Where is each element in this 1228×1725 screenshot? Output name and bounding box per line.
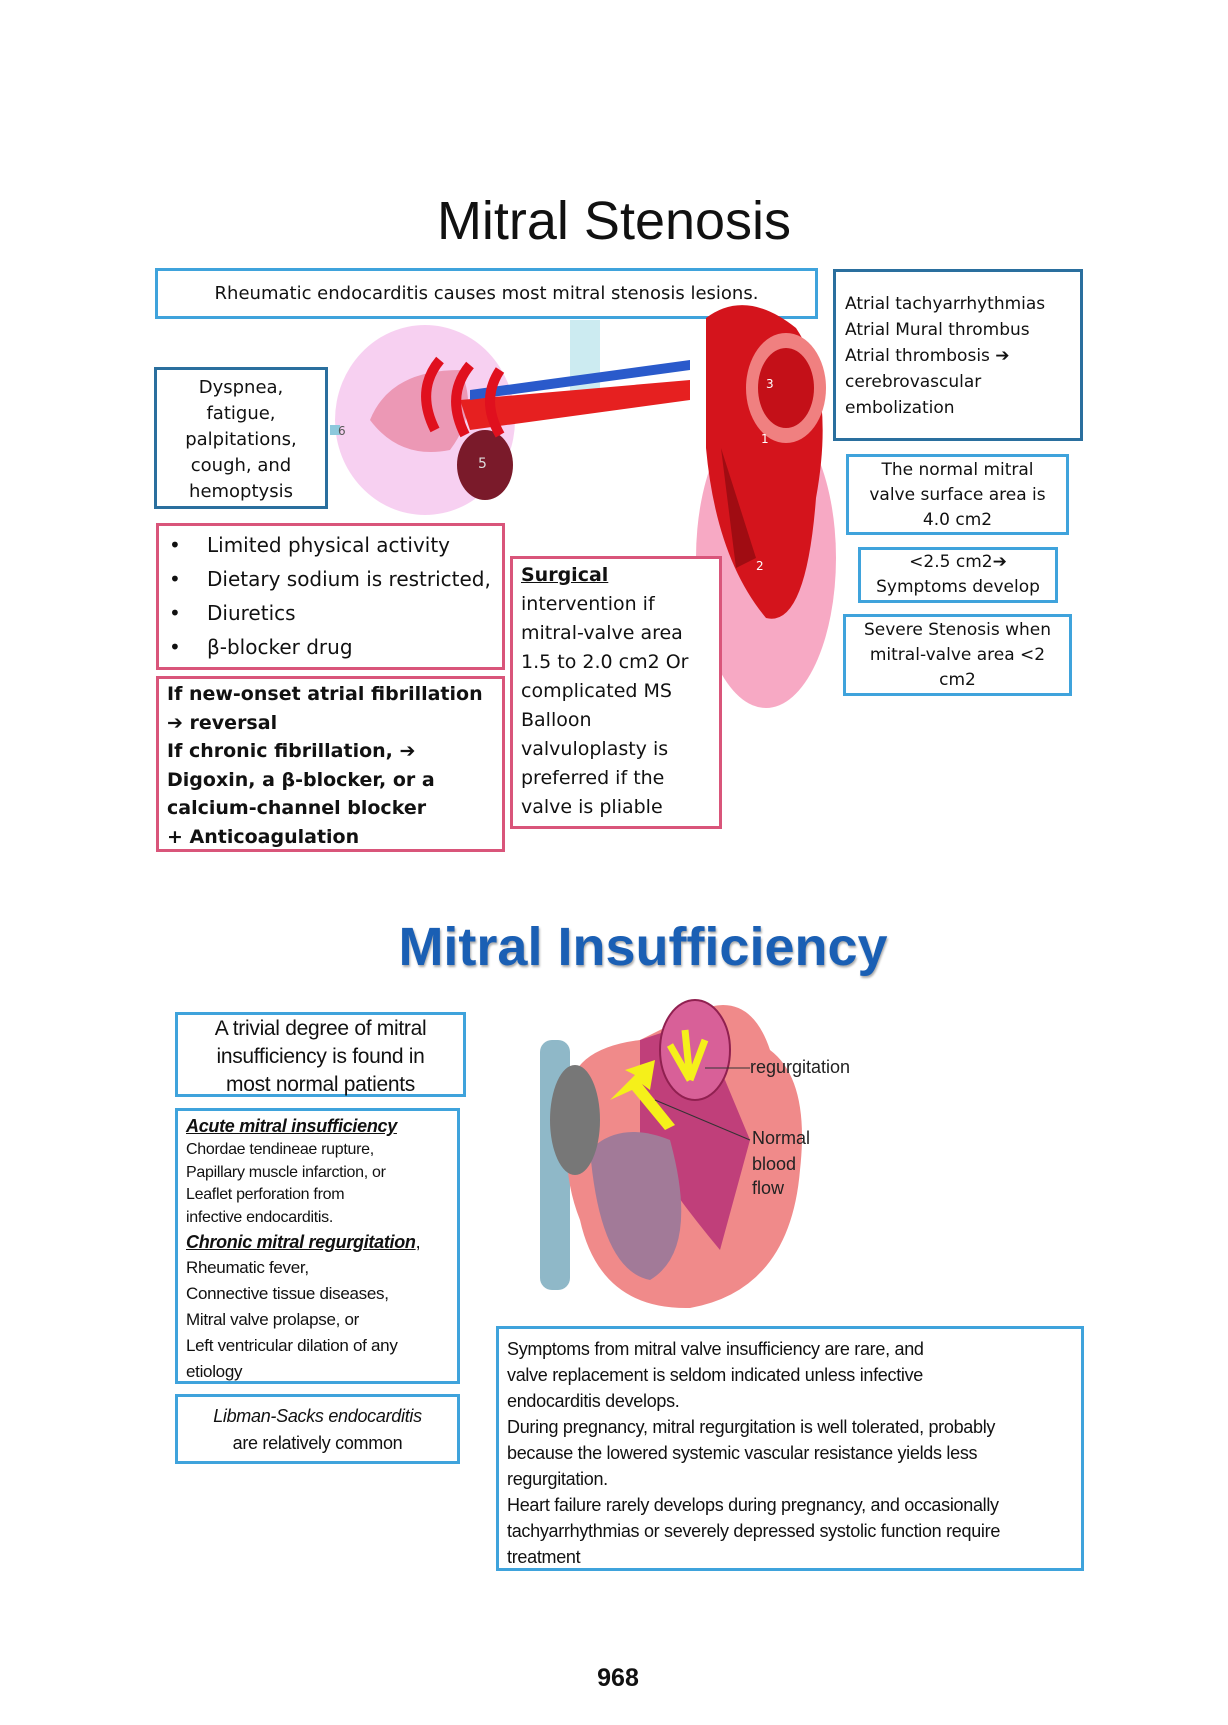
libman-rest: are relatively common (232, 1433, 403, 1453)
marker-1: 1 (761, 432, 769, 446)
threshold-line: Symptoms develop (876, 577, 1040, 597)
severe-line: Severe Stenosis when (863, 620, 1052, 640)
surgical-line: 1.5 to 2.0 cm2 Or (521, 651, 689, 673)
complication-line: Atrial tachyarrhythmias (845, 294, 1046, 314)
chronic-line: Rheumatic fever, (186, 1258, 309, 1277)
lung-illustration: 6 5 (330, 320, 690, 515)
libman-italic: Libman-Sacks endocarditis (213, 1406, 422, 1426)
severe-stenosis-box: Severe Stenosis when mitral-valve area <… (843, 614, 1072, 696)
chronic-comma: , (415, 1232, 421, 1252)
chronic-line: Mitral valve prolapse, or (186, 1310, 359, 1329)
marker-6: 6 (338, 424, 346, 438)
surgical-line: valvuloplasty is (521, 738, 669, 760)
note-line: Symptoms from mitral valve insufficiency… (507, 1339, 924, 1359)
note-line: tachyarrhythmias or severely depressed s… (507, 1521, 1001, 1541)
acute-line: Leaflet perforation from (186, 1186, 345, 1203)
chronic-line: Left ventricular dilation of any (186, 1336, 398, 1355)
complications-box: Atrial tachyarrhythmias Atrial Mural thr… (833, 269, 1083, 441)
af-line: Digoxin, a β-blocker, or a (167, 768, 435, 791)
page-number: 968 (597, 1664, 639, 1692)
atrial-fibrillation-box: If new-onset atrial fibrillation ➔ rever… (156, 676, 505, 852)
label-regurgitation: regurgitation (750, 1057, 850, 1077)
surgical-line: preferred if the (521, 767, 665, 789)
acute-line: infective endocarditis. (186, 1208, 333, 1226)
acute-heading: Acute mitral insufficiency (186, 1116, 397, 1136)
symptom-line: Dyspnea, (198, 377, 284, 398)
trivial-box: A trivial degree of mitral insufficiency… (175, 1012, 466, 1097)
symptom-line: hemoptysis (189, 481, 293, 502)
surgical-line: valve is pliable (521, 796, 663, 818)
normal-area-line: valve surface area is (869, 485, 1046, 505)
symptom-threshold-box: <2.5 cm2➔ Symptoms develop (858, 547, 1058, 603)
stenosis-title: Mitral Stenosis (436, 191, 792, 251)
symptom-line: fatigue, (206, 403, 276, 424)
trivial-line: most normal patients (226, 1073, 415, 1096)
complication-line: cerebrovascular (845, 372, 982, 392)
surgical-line: complicated MS (521, 680, 672, 702)
libman-sacks-box: Libman-Sacks endocarditis are relatively… (175, 1394, 460, 1464)
management-item: Dietary sodium is restricted, (165, 562, 502, 596)
management-box: Limited physical activity Dietary sodium… (156, 523, 505, 670)
trivial-line: insufficiency is found in (216, 1045, 425, 1068)
af-line: If new-onset atrial fibrillation (167, 683, 483, 705)
chronic-heading: Chronic mitral regurgitation (186, 1232, 416, 1252)
label-flow: flow (752, 1178, 785, 1198)
complication-line: Atrial thrombosis ➔ (845, 346, 1010, 366)
normal-area-line: The normal mitral (881, 460, 1034, 480)
label-blood: blood (752, 1154, 796, 1174)
causes-box: Acute mitral insufficiency Chordae tendi… (175, 1108, 460, 1384)
acute-line: Papillary muscle infarction, or (186, 1163, 386, 1181)
marker-5: 5 (478, 456, 487, 472)
heart-illustration: 3 1 2 (696, 305, 836, 708)
surgical-heading: Surgical (521, 564, 609, 586)
af-line: calcium-channel blocker (167, 797, 427, 819)
note-line: because the lowered systemic vascular re… (507, 1443, 978, 1463)
normal-area-box: The normal mitral valve surface area is … (846, 454, 1069, 535)
severe-line: mitral-valve area <2 (869, 645, 1046, 665)
note-line: endocarditis develops. (507, 1391, 680, 1411)
surgical-line: intervention if (521, 593, 655, 615)
marker-2: 2 (756, 559, 764, 573)
surgical-line: mitral-valve area (521, 622, 683, 644)
cause-text: Rheumatic endocarditis causes most mitra… (214, 283, 759, 304)
severe-line: cm2 (939, 670, 976, 690)
pregnancy-notes-box: Symptoms from mitral valve insufficiency… (496, 1326, 1084, 1571)
note-line: treatment (507, 1547, 581, 1567)
chronic-line: etiology (186, 1362, 243, 1381)
complication-line: embolization (845, 398, 955, 418)
surgical-box: Surgical intervention if mitral-valve ar… (510, 556, 722, 829)
label-normal: Normal (752, 1128, 810, 1148)
marker-3: 3 (766, 377, 774, 391)
threshold-line: <2.5 cm2➔ (909, 552, 1007, 572)
chronic-line: Connective tissue diseases, (186, 1284, 389, 1303)
complication-line: Atrial Mural thrombus (845, 320, 1030, 340)
regurgitation-heart-illustration: regurgitation Normal blood flow (540, 999, 850, 1309)
management-item: Diuretics (165, 596, 502, 630)
symptom-line: palpitations, (185, 429, 297, 450)
af-line: ➔ reversal (167, 711, 278, 734)
cause-box: Rheumatic endocarditis causes most mitra… (155, 268, 818, 319)
management-item: β-blocker drug (165, 630, 502, 664)
acute-line: Chordae tendineae rupture, (186, 1141, 374, 1158)
symptom-line: cough, and (190, 455, 292, 476)
af-line: If chronic fibrillation, ➔ (167, 740, 416, 762)
symptoms-box: Dyspnea, fatigue, palpitations, cough, a… (154, 367, 328, 509)
insufficiency-title: Mitral Insufficiency (398, 917, 888, 977)
note-line: regurgitation. (507, 1469, 608, 1489)
normal-area-line: 4.0 cm2 (922, 510, 993, 530)
af-line: + Anticoagulation (167, 825, 360, 848)
management-item: Limited physical activity (165, 528, 502, 562)
trivial-line: A trivial degree of mitral (214, 1017, 427, 1040)
surgical-line: Balloon (521, 709, 592, 731)
note-line: During pregnancy, mitral regurgitation i… (507, 1417, 996, 1437)
note-line: valve replacement is seldom indicated un… (507, 1365, 924, 1385)
note-line: Heart failure rarely develops during pre… (507, 1495, 999, 1515)
